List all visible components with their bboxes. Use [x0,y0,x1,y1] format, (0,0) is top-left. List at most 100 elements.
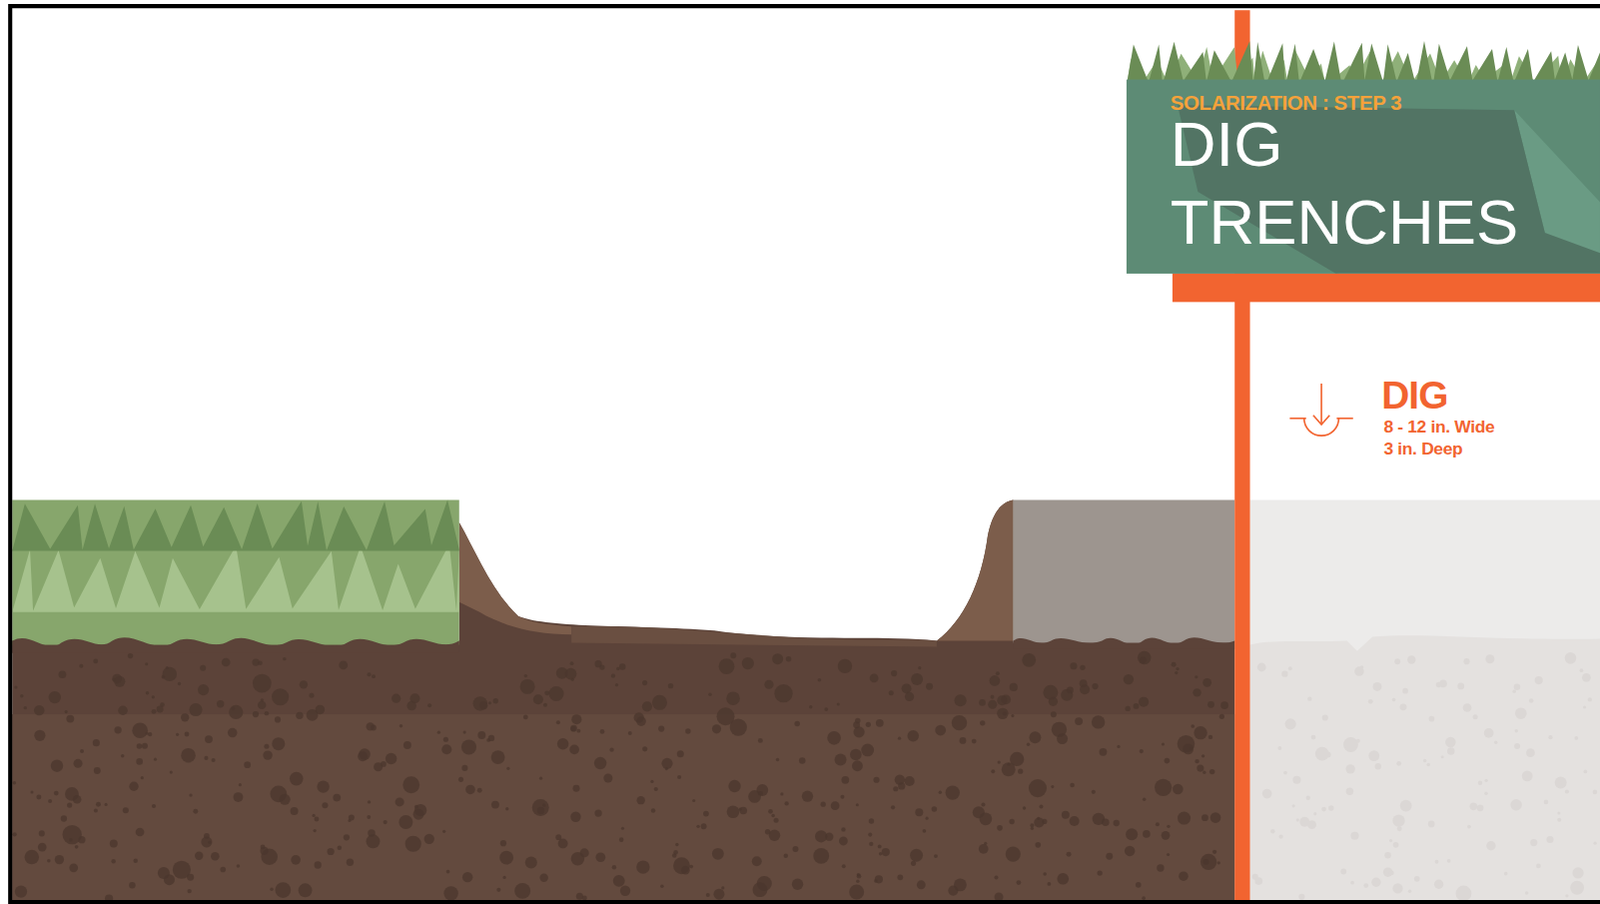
pebble [1277,746,1282,751]
pebble [199,665,206,672]
pebble [769,829,782,842]
pebble [1178,870,1189,881]
pebble [721,885,725,889]
pebble [12,781,16,785]
pebble [1311,735,1317,741]
pebble [712,847,725,860]
pebble [717,707,736,726]
pebble [488,701,492,705]
pebble [157,866,170,879]
pebble [383,819,388,824]
pebble [925,683,933,691]
pebble [1389,870,1395,876]
pebble [995,671,1000,676]
pebble [135,827,145,837]
pebble [1298,893,1305,900]
pebble [874,874,883,883]
pebble [227,728,238,739]
pebble [989,675,1001,687]
pebble [1161,830,1171,840]
pebble [1156,863,1164,871]
pebble [1400,703,1408,711]
pebble [914,807,923,816]
pebble [1174,671,1178,675]
pebble [1175,667,1179,671]
grass-blades [11,500,459,613]
pebble [236,863,241,868]
pebble [262,750,272,760]
pebble [1583,705,1587,709]
pebble [405,835,422,852]
pebble [1307,819,1317,829]
pebble [1066,686,1074,694]
pebble [673,849,679,855]
pebble [19,694,23,698]
pebble [50,759,63,772]
action-label: DIG [1381,375,1448,415]
pebble [1372,682,1382,692]
pebble [668,683,674,689]
pebble [869,674,879,684]
pebble [654,787,659,792]
pebble [726,691,741,706]
pebble [424,833,435,844]
pebble [1069,815,1080,826]
pebble [169,770,173,774]
pebble [1051,722,1067,738]
pebble [712,724,722,734]
pebble [441,744,452,755]
pebble [730,652,737,659]
pebble [1154,779,1172,797]
pebble [1270,828,1276,834]
pebble [186,888,191,893]
pebble [514,882,531,899]
pebble [1394,658,1401,665]
pebble [1139,749,1144,754]
pebble [243,761,251,769]
pebble [774,684,793,703]
pebble [74,844,79,849]
pebble [1484,728,1495,739]
pebble [1257,663,1267,673]
pebble [996,824,1003,831]
pebble [442,829,446,833]
pebble [685,728,691,734]
pebble [594,757,607,770]
pebble [1283,771,1288,776]
pebble [838,836,848,846]
pebble [1389,838,1393,842]
grass-blade [11,544,459,613]
pebble [910,860,916,866]
pebble [491,800,500,809]
pebble [990,769,995,774]
pebble [37,842,47,852]
pebble [848,884,864,900]
pebble [1099,748,1108,757]
pebble [1588,697,1593,702]
pebble [403,741,412,750]
pebble [93,808,98,813]
pebble [1029,822,1034,827]
pebble [1548,735,1553,740]
pebble [1220,701,1229,710]
pebble [46,858,51,863]
pebble [954,694,967,707]
pebble [153,758,157,762]
pebble [1193,726,1207,740]
pebble [1005,846,1021,862]
pebble [860,744,874,758]
pebble [1123,674,1134,685]
pebble [252,711,259,718]
pebble [701,822,708,829]
pebble [219,866,226,873]
pebble [1125,706,1131,712]
pebble [823,707,828,712]
pebble [197,684,209,696]
pebble [1515,707,1528,720]
pebble [151,709,157,715]
pebble [872,777,879,784]
pebble [1202,678,1212,688]
step-title: DIG TRENCHES [1170,105,1580,261]
pebble [313,828,317,832]
pebble [642,680,648,686]
